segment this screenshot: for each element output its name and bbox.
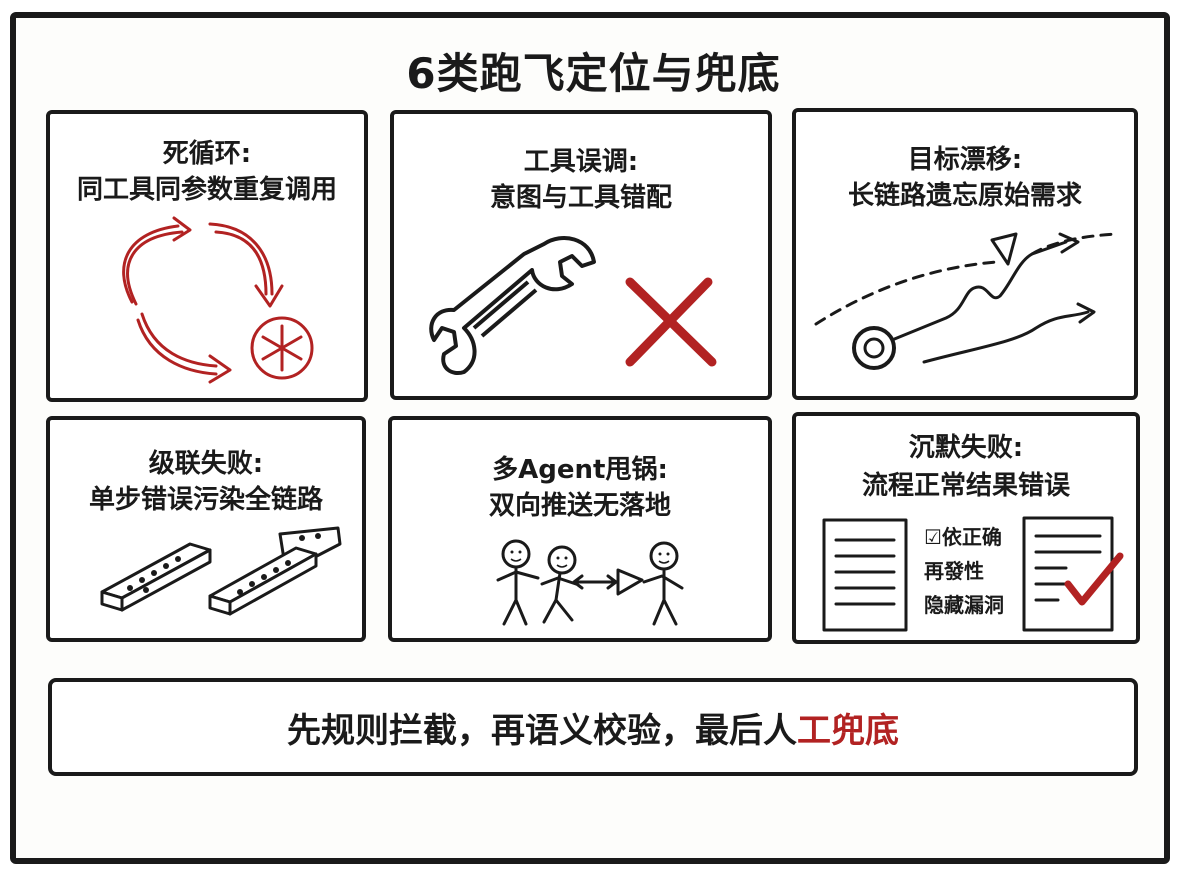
card-title: 沉默失败: [908, 433, 1024, 463]
domino-icon [100, 526, 342, 616]
card-subtitle: 意图与工具错配 [489, 183, 672, 213]
card-silent-failure: 沉默失败: 流程正常结果错误 ☑依正确 再發性 隐藏漏洞 [792, 412, 1140, 644]
card-title: 级联失败: [148, 449, 264, 479]
card-title: 死循环: [162, 139, 252, 169]
label-hidden-bug: 隐藏漏洞 [924, 593, 1004, 617]
footer-summary: 先规则拦截，再语义校验，最后人工兜底 [48, 678, 1138, 776]
label-correct: ☑依正确 [924, 525, 1002, 549]
loop-arrows-icon [122, 216, 314, 384]
card-title: 工具误调: [523, 147, 639, 177]
card-title: 多Agent甩锅: [492, 455, 668, 485]
footer-highlight: 工兜底 [797, 710, 899, 751]
checklist-document-icon [822, 516, 1124, 632]
silent-failure-labels: ☑依正确 再發性 隐藏漏洞 [924, 520, 1004, 622]
card-dead-loop: 死循环: 同工具同参数重复调用 [46, 110, 368, 402]
page-title: 6类跑飞定位与兜底 [406, 49, 781, 98]
card-subtitle: 双向推送无落地 [488, 491, 671, 521]
card-subtitle: 长链路遗忘原始需求 [847, 181, 1082, 211]
card-cascade-failure: 级联失败: 单步错误污染全链路 [46, 416, 366, 642]
card-tool-misuse: 工具误调: 意图与工具错配 [390, 110, 772, 400]
wrench-cross-icon [429, 236, 717, 375]
card-title: 目标漂移: [907, 145, 1023, 175]
card-goal-drift: 目标漂移: 长链路遗忘原始需求 [792, 108, 1138, 400]
card-subtitle: 流程正常结果错误 [861, 471, 1070, 501]
card-subtitle: 单步错误污染全链路 [88, 485, 323, 515]
stick-figures-icon [496, 539, 684, 626]
label-recurrence: 再發性 [924, 559, 984, 583]
drifting-path-icon [814, 232, 1118, 370]
footer-text: 先规则拦截，再语义校验，最后人 [287, 710, 797, 751]
card-subtitle: 同工具同参数重复调用 [76, 175, 337, 205]
card-multi-agent-blame: 多Agent甩锅: 双向推送无落地 [388, 416, 772, 642]
